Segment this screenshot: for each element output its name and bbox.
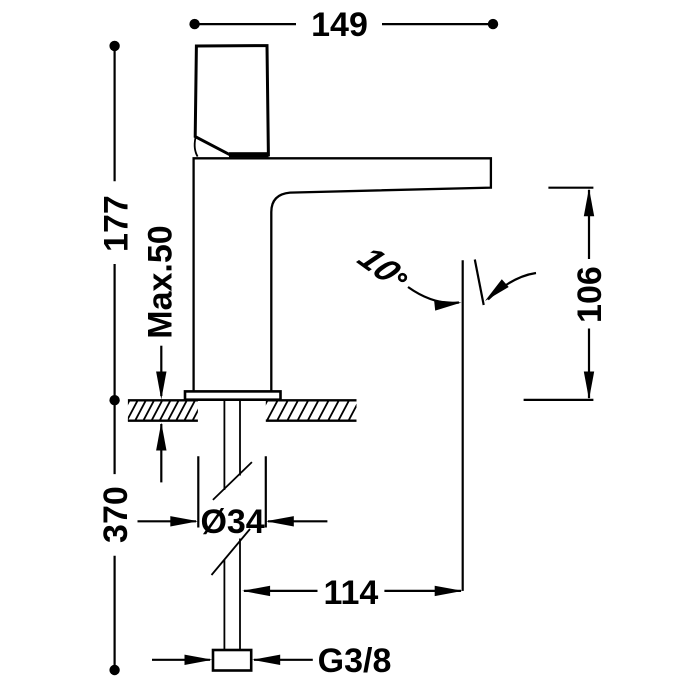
- svg-text:106: 106: [571, 266, 609, 323]
- svg-text:Ø34: Ø34: [200, 503, 264, 541]
- svg-text:114: 114: [323, 574, 378, 612]
- svg-text:177: 177: [97, 195, 135, 252]
- svg-text:149: 149: [311, 6, 368, 44]
- svg-text:Max.50: Max.50: [141, 225, 179, 338]
- svg-text:G3/8: G3/8: [318, 642, 392, 680]
- svg-text:370: 370: [97, 486, 135, 543]
